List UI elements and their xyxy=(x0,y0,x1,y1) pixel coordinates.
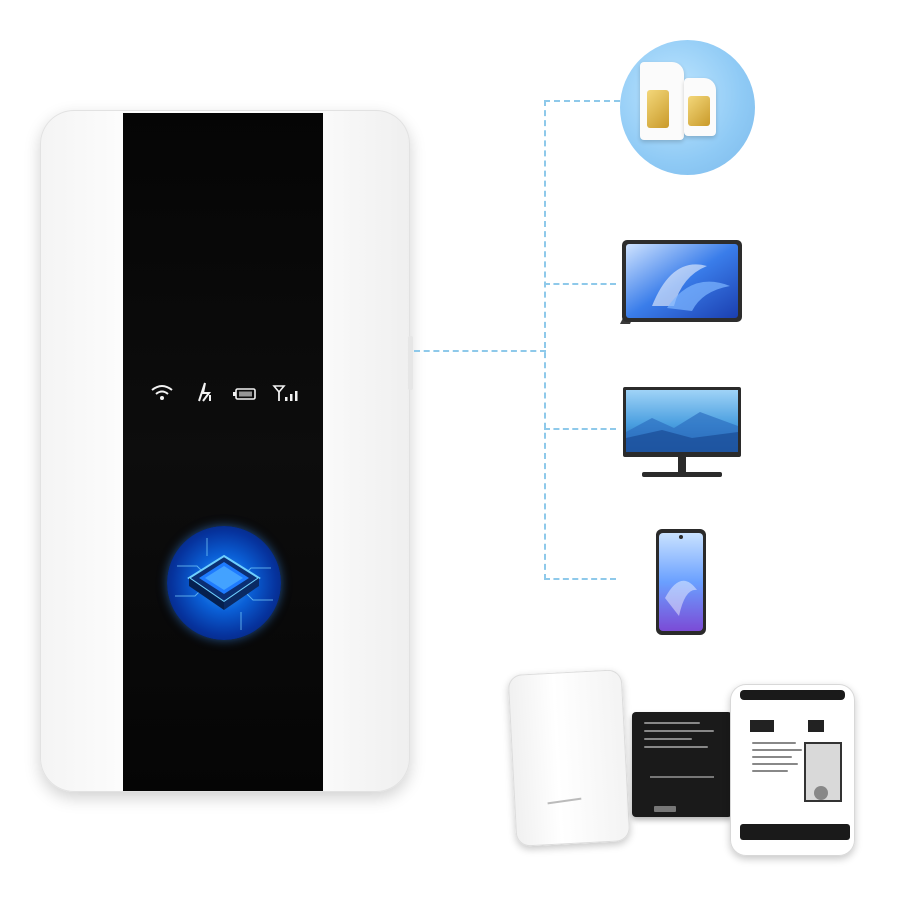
battery-label-lines xyxy=(644,722,720,752)
tablet-icon xyxy=(620,240,742,324)
router-back-cover xyxy=(507,669,631,847)
battery-symbols xyxy=(650,776,714,792)
battery-contacts xyxy=(654,806,676,812)
router-top-edge xyxy=(740,690,845,700)
brand-logo-icon-2 xyxy=(808,720,824,732)
battery-pack xyxy=(632,712,732,817)
connector-phone xyxy=(544,578,616,580)
brand-logo-icon xyxy=(750,720,774,732)
connector-tablet xyxy=(544,283,616,285)
wifi-icon xyxy=(151,385,173,400)
battery-icon xyxy=(233,388,256,400)
reset-button xyxy=(814,786,828,800)
connector-trunk xyxy=(544,100,546,580)
router-bottom-edge xyxy=(740,824,850,840)
router-display-panel xyxy=(123,113,323,791)
smartphone-icon xyxy=(656,529,706,635)
sim-chip-contacts xyxy=(647,90,669,128)
connector-sim xyxy=(544,100,620,102)
signal-icon xyxy=(198,382,211,402)
router-label-lines xyxy=(752,742,802,772)
connector-monitor xyxy=(544,428,616,430)
router-side-button xyxy=(408,336,413,390)
antenna-icon xyxy=(272,385,298,401)
connector-router xyxy=(414,350,546,352)
micro-sim-contacts xyxy=(688,96,710,126)
monitor-icon xyxy=(623,387,741,477)
processor-chip-icon xyxy=(175,538,273,630)
